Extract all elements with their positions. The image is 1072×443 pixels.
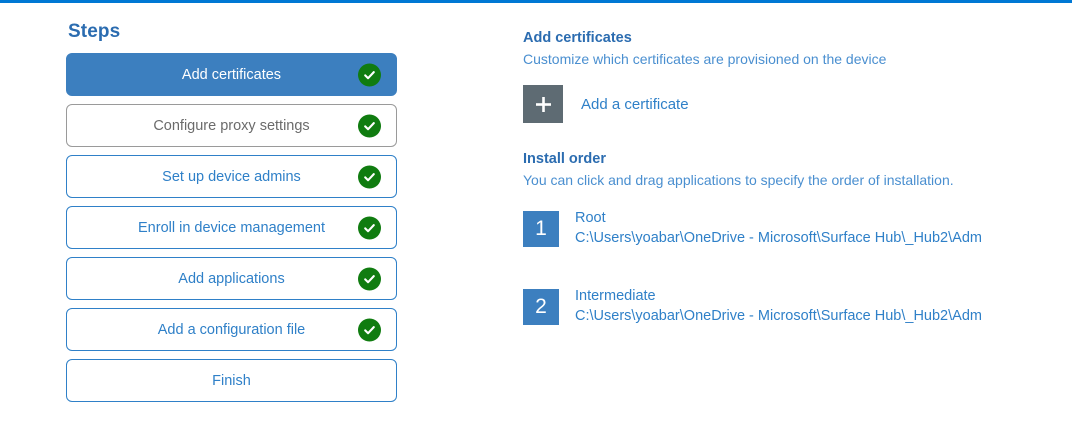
step-item-1[interactable]: Configure proxy settings [66, 104, 397, 147]
plus-icon [523, 85, 563, 123]
check-circle-icon [358, 318, 381, 341]
check-circle-icon [358, 267, 381, 290]
check-circle-icon [358, 216, 381, 239]
check-circle-icon [358, 165, 381, 188]
step-item-3[interactable]: Enroll in device management [66, 206, 397, 249]
install-order-index: 2 [523, 289, 559, 325]
install-order-section: Install order You can click and drag app… [523, 151, 1043, 327]
detail-subtitle: Customize which certificates are provisi… [523, 51, 887, 67]
install-order-name: Root [575, 210, 606, 226]
step-item-label: Add certificates [181, 66, 282, 83]
step-item-0[interactable]: Add certificates [66, 53, 397, 96]
step-item-5[interactable]: Add a configuration file [66, 308, 397, 351]
step-item-label: Add a configuration file [157, 321, 306, 338]
add-a-certificate-label: Add a certificate [581, 95, 689, 113]
step-item-4[interactable]: Add applications [66, 257, 397, 300]
check-circle-icon [358, 63, 381, 86]
install-order-name: Intermediate [575, 288, 656, 304]
install-order-title: Install order [523, 151, 606, 167]
install-order-index: 1 [523, 211, 559, 247]
detail-panel: Add certificates Customize which certifi… [523, 30, 1043, 367]
steps-heading: Steps [68, 21, 121, 42]
step-item-label: Enroll in device management [138, 219, 325, 236]
step-item-6[interactable]: Finish [66, 359, 397, 402]
add-certificates-section: Add certificates Customize which certifi… [523, 30, 1043, 67]
install-order-path: C:\Users\yoabar\OneDrive - Microsoft\Sur… [575, 230, 982, 246]
top-accent-bar [0, 0, 1072, 3]
install-order-path: C:\Users\yoabar\OneDrive - Microsoft\Sur… [575, 308, 982, 324]
step-item-2[interactable]: Set up device admins [66, 155, 397, 198]
step-item-label: Add applications [178, 270, 285, 287]
step-item-label: Configure proxy settings [153, 117, 310, 134]
check-circle-icon [358, 114, 381, 137]
detail-title: Add certificates [523, 30, 632, 46]
add-a-certificate-button[interactable]: Add a certificate [523, 85, 689, 123]
step-item-label: Finish [212, 372, 251, 389]
install-order-subtitle: You can click and drag applications to s… [523, 172, 954, 188]
step-item-label: Set up device admins [162, 168, 301, 185]
